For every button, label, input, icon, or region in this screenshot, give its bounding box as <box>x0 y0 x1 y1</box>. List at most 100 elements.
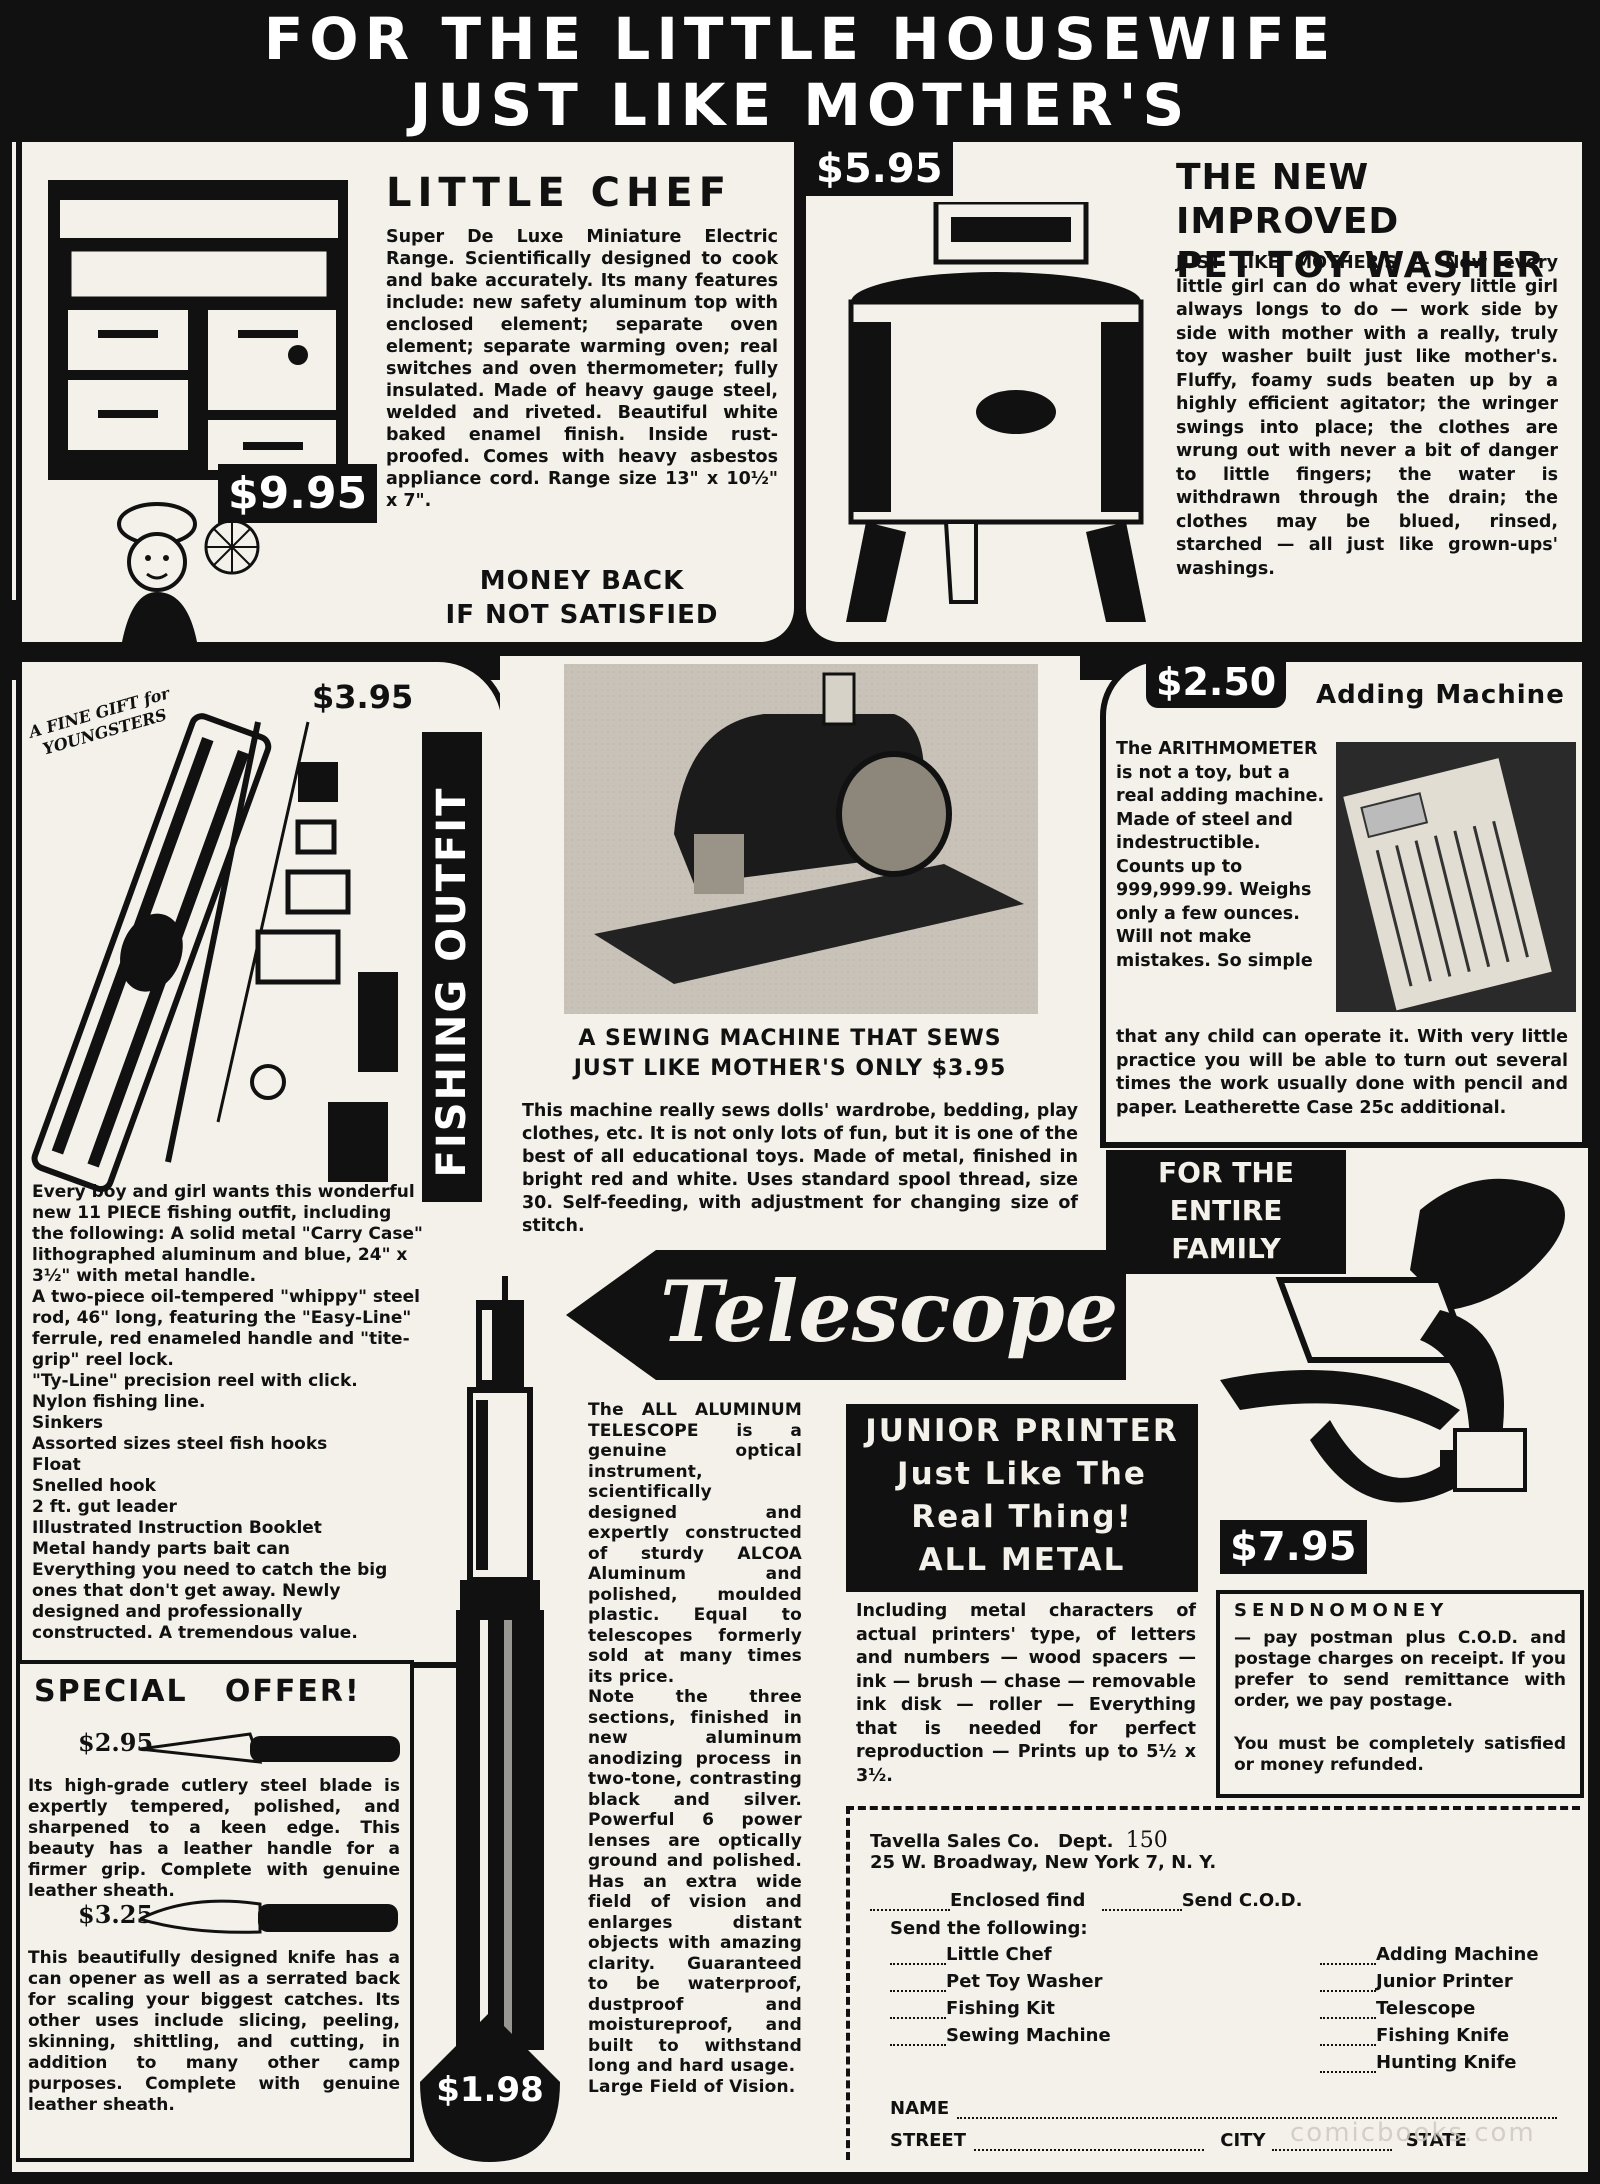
header-line-2: JUST LIKE MOTHER'S <box>409 71 1191 139</box>
coupon-address: 25 W. Broadway, New York 7, N. Y. <box>870 1852 1217 1873</box>
washer-panel: $5.95 THE NEW IMPROVED PET TOY WASHER JU… <box>800 142 1588 648</box>
coupon-item-label: Fishing Kit <box>946 1998 1055 2019</box>
sewing-description: This machine really sews dolls' wardrobe… <box>522 1101 1078 1236</box>
little-chef-price: $9.95 <box>218 464 378 523</box>
family-line-2: ENTIRE <box>1169 1194 1283 1227</box>
coupon-item-fishing-kit[interactable]: Fishing Kit <box>890 1998 1190 2025</box>
telescope-logo: Telescope <box>660 1262 1119 1361</box>
coupon-dept-label: Dept. <box>1057 1831 1114 1852</box>
coupon-company-line: Tavella Sales Co. Dept. 150 <box>870 1828 1168 1853</box>
washer-description: JUST LIKE MOTHER'S — Now every little gi… <box>1176 253 1558 579</box>
coupon-item-hunting-knife[interactable]: Hunting Knife <box>1320 2052 1580 2079</box>
printer-price: $7.95 <box>1220 1520 1367 1574</box>
fishing-description: Every boy and girl wants this wonderful … <box>32 1182 423 1643</box>
send-no-money-box: SENDNOMONEY — pay postman plus C.O.D. an… <box>1216 1590 1584 1798</box>
fishing-price: $3.95 <box>312 678 414 716</box>
coupon-name-row[interactable]: NAME <box>890 2098 1558 2119</box>
knife-1-description: Its high-grade cutlery steel blade is ex… <box>28 1776 400 1901</box>
send-no-money-guarantee: You must be completely satisfied or mone… <box>1234 1734 1566 1775</box>
coupon-items-left: Little Chef Pet Toy Washer Fishing Kit S… <box>890 1944 1190 2052</box>
little-chef-title: LITTLE CHEF <box>386 170 733 216</box>
coupon-item-fishing-knife[interactable]: Fishing Knife <box>1320 2025 1580 2052</box>
family-banner: FOR THE ENTIRE FAMILY <box>1106 1150 1346 1274</box>
little-chef-panel: $9.95 LITTLE CHEF Super De Luxe Miniatur… <box>16 142 800 648</box>
special-offer-panel: SPECIAL OFFER! $2.95 Its high-grade cutl… <box>16 1660 414 2162</box>
coupon-send-following: Send the following: <box>890 1918 1088 1939</box>
telescope-price-badge <box>420 2012 560 2162</box>
chef-girl-illustration <box>117 502 260 642</box>
sewing-machine-photo <box>564 664 1038 1014</box>
coupon-item-pet-toy-washer[interactable]: Pet Toy Washer <box>890 1971 1190 1998</box>
left-border <box>0 142 12 2184</box>
money-back-line-2: IF NOT SATISFIED <box>445 600 719 630</box>
coupon-dept-number: 150 <box>1125 1828 1168 1853</box>
coupon-name-label: NAME <box>890 2098 950 2119</box>
coupon-send-cod[interactable]: Send C.O.D. <box>1181 1890 1303 1911</box>
bottom-border <box>0 2172 1600 2184</box>
coupon-state-label: STATE <box>1405 2130 1467 2151</box>
printer-illustration <box>1220 1178 1565 1503</box>
coupon-item-label: Hunting Knife <box>1376 2052 1517 2073</box>
coupon-address-row[interactable]: STREET CITY STATE <box>890 2130 1467 2151</box>
printer-title-line-2: Just Like The <box>897 1456 1147 1492</box>
adding-description-part-1: The ARITHMOMETER is not a toy, but a rea… <box>1116 739 1325 971</box>
knife-1-price: $2.95 <box>78 1728 154 1757</box>
coupon-item-label: Little Chef <box>946 1944 1052 1965</box>
telescope-price: $1.98 <box>436 2070 544 2110</box>
adding-machine-photo <box>1336 742 1576 1012</box>
special-offer-title: SPECIAL OFFER! <box>34 1674 361 1709</box>
fishing-kit-illustration <box>31 713 398 1192</box>
washer-title-line-1: THE NEW IMPROVED <box>1176 157 1400 242</box>
coupon-item-label: Sewing Machine <box>946 2025 1111 2046</box>
fishing-title-bar <box>422 732 482 1202</box>
family-line-1: FOR THE <box>1158 1156 1294 1189</box>
coupon-item-sewing-machine[interactable]: Sewing Machine <box>890 2025 1190 2052</box>
knife-2-description: This beautifully designed knife has a ca… <box>28 1948 400 2115</box>
printer-title-line-3: Real Thing! <box>911 1499 1133 1535</box>
adding-description-part-2: that any child can operate it. With very… <box>1116 1027 1568 1118</box>
coupon-item-label: Telescope <box>1376 1998 1476 2019</box>
coupon-item-label: Junior Printer <box>1376 1971 1513 1992</box>
printer-description: Including metal characters of actual pri… <box>856 1601 1196 1786</box>
washer-title: THE NEW IMPROVED PET TOY WASHER <box>1176 156 1582 288</box>
coupon-item-little-chef[interactable]: Little Chef <box>890 1944 1190 1971</box>
header-line-1: FOR THE LITTLE HOUSEWIFE <box>263 5 1337 73</box>
order-coupon: Tavella Sales Co. Dept. 150 25 W. Broadw… <box>846 1806 1580 2160</box>
family-line-3: FAMILY <box>1171 1232 1281 1265</box>
printer-title-line-1: JUNIOR PRINTER <box>865 1413 1179 1449</box>
stove-illustration <box>48 180 348 480</box>
money-back-line-1: MONEY BACK <box>479 566 685 596</box>
washer-price: $5.95 <box>806 142 953 196</box>
coupon-item-adding-machine[interactable]: Adding Machine <box>1320 1944 1580 1971</box>
knife-2-price: $3.25 <box>78 1900 154 1929</box>
coupon-city-label: CITY <box>1220 2130 1266 2151</box>
fishing-panel: A FINE GIFT for YOUNGSTERS $3.95 FISHING… <box>16 656 508 1668</box>
coupon-items-right: Adding Machine Junior Printer Telescope … <box>1320 1944 1580 2079</box>
coupon-enclosed[interactable]: Enclosed find <box>950 1890 1086 1911</box>
coupon-payment-line: Enclosed find Send C.O.D. <box>870 1890 1302 1911</box>
washer-illustration <box>846 202 1146 622</box>
adding-title: Adding Machine <box>1316 680 1565 710</box>
washer-title-line-2: PET TOY WASHER <box>1176 245 1545 286</box>
adding-panel: $2.50 Adding Machine The ARITHMOMETER is… <box>1100 656 1588 1148</box>
sewing-caption-line-2: JUST LIKE MOTHER'S ONLY $3.95 <box>573 1056 1007 1081</box>
printer-title-line-4: ALL METAL <box>918 1542 1126 1578</box>
sewing-panel: A SEWING MACHINE THAT SEWS JUST LIKE MOT… <box>500 656 1080 1276</box>
coupon-item-label: Fishing Knife <box>1376 2025 1510 2046</box>
fishing-vertical-title: FISHING OUTFIT <box>429 786 475 1178</box>
header-banner: FOR THE LITTLE HOUSEWIFE JUST LIKE MOTHE… <box>0 0 1600 142</box>
telescope-illustration <box>456 1300 544 2050</box>
fishing-knife-icon <box>140 1732 400 1764</box>
coupon-item-junior-printer[interactable]: Junior Printer <box>1320 1971 1580 1998</box>
watermark: comicbooks.com <box>1290 2118 1536 2148</box>
printer-title-box: JUNIOR PRINTER Just Like The Real Thing!… <box>846 1404 1198 1592</box>
adding-price: $2.50 <box>1146 656 1287 708</box>
coupon-company: Tavella Sales Co. <box>870 1831 1040 1852</box>
telescope-arrow-banner <box>566 1250 1126 1380</box>
coupon-street-label: STREET <box>890 2130 966 2151</box>
right-border <box>1588 142 1600 2184</box>
coupon-item-telescope[interactable]: Telescope <box>1320 1998 1580 2025</box>
hunting-knife-icon <box>140 1899 398 1934</box>
coupon-item-label: Pet Toy Washer <box>946 1971 1103 1992</box>
